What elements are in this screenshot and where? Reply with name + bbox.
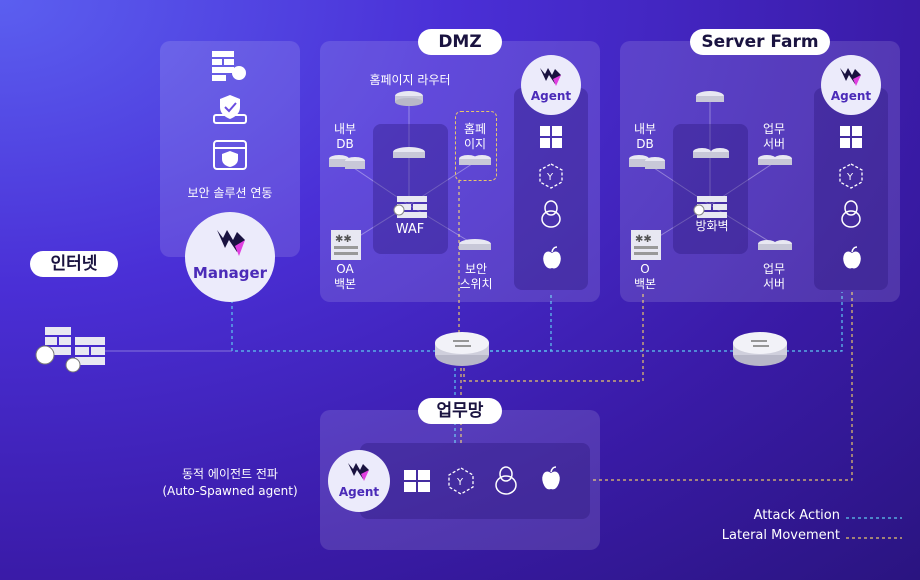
sf-db-label: 내부 DB (633, 122, 657, 151)
backbone-icon: ✱✱ (631, 230, 661, 260)
server-farm-title: Server Farm (690, 29, 830, 55)
dmz-homepage-label: 홈페 이지 (463, 122, 487, 151)
firewall-icon (393, 196, 427, 218)
dmz-title: DMZ (418, 29, 502, 55)
sf-agent-node[interactable]: Agent (821, 55, 881, 115)
router-icon (395, 91, 423, 106)
switch-icon (693, 148, 729, 158)
dmz-db-label: 내부 DB (333, 122, 357, 151)
windows-icon (404, 470, 430, 492)
backbone-icon: ✱✱ (331, 230, 361, 260)
manager-label: Manager (192, 264, 268, 282)
server-icon (758, 240, 792, 250)
windows-icon (840, 126, 862, 148)
legend-attack-action: Attack Action (753, 508, 840, 523)
sf-firewall-label: 방화벽 (695, 219, 729, 233)
kubernetes-icon: Y (839, 163, 863, 189)
switch-icon (393, 147, 425, 158)
dmz-oa-label: OA 백본 (333, 262, 357, 291)
kubernetes-icon: Y (448, 467, 474, 495)
firewall-icon (212, 51, 246, 81)
apple-icon (543, 246, 561, 269)
integration-label: 보안 솔루션 연동 (187, 186, 273, 200)
auto-spawn-label: 동적 에이전트 전파 (Auto-Spawned agent) (162, 467, 298, 498)
internet-title: 인터넷 (30, 251, 118, 277)
sf-biz-server-top-label: 업무 서버 (762, 122, 786, 151)
router-icon (459, 155, 491, 165)
kubernetes-icon: Y (539, 163, 563, 189)
office-agent-node[interactable]: Agent (328, 450, 390, 512)
homepage-highlight (455, 111, 497, 181)
svg-text:✱✱: ✱✱ (335, 234, 352, 245)
logo-icon (348, 463, 369, 481)
dmz-switch-label: 보안 스위치 (459, 262, 493, 291)
linux-icon (841, 200, 861, 228)
linux-icon (495, 466, 517, 495)
legend-lateral-movement: Lateral Movement (721, 528, 840, 543)
legend-lateral-line (846, 537, 902, 539)
core-switch-icon (733, 332, 787, 366)
core-switch-icon (435, 332, 489, 366)
switch-icon (459, 239, 491, 250)
agent-label: Agent (530, 89, 572, 103)
linux-icon (541, 200, 561, 228)
legend-attack-line (846, 517, 902, 519)
server-farm-core (673, 124, 748, 254)
logo-icon (217, 230, 245, 256)
router-icon (696, 91, 724, 102)
svg-text:Y: Y (546, 172, 554, 183)
shield-laptop-icon (213, 95, 247, 124)
windows-icon (540, 126, 562, 148)
dmz-waf-label: WAF (395, 222, 425, 237)
dmz-router-label: 홈페이지 라우터 (369, 73, 451, 87)
agent-label: Agent (830, 89, 872, 103)
svg-text:✱✱: ✱✱ (635, 234, 652, 245)
office-title: 업무망 (418, 398, 502, 424)
server-icon (758, 155, 792, 165)
svg-text:Y: Y (456, 477, 464, 488)
dmz-core (373, 124, 448, 254)
database-icon (329, 155, 365, 169)
agent-label: Agent (338, 485, 380, 499)
firewall-icon (693, 196, 727, 218)
apple-icon (843, 246, 861, 269)
sf-biz-server-bottom-label: 업무 서버 (762, 262, 786, 291)
shield-window-icon (213, 140, 247, 170)
sf-backbone-label: O 백본 (633, 262, 657, 291)
globe-firewall-icon (35, 327, 105, 373)
dmz-agent-node[interactable]: Agent (521, 55, 581, 115)
logo-icon (540, 68, 561, 86)
database-icon (629, 155, 665, 169)
manager-panel: 보안 솔루션 연동 (160, 41, 300, 257)
manager-node[interactable]: Manager (185, 212, 275, 302)
svg-text:Y: Y (846, 172, 854, 183)
apple-icon (542, 466, 560, 490)
logo-icon (840, 68, 861, 86)
